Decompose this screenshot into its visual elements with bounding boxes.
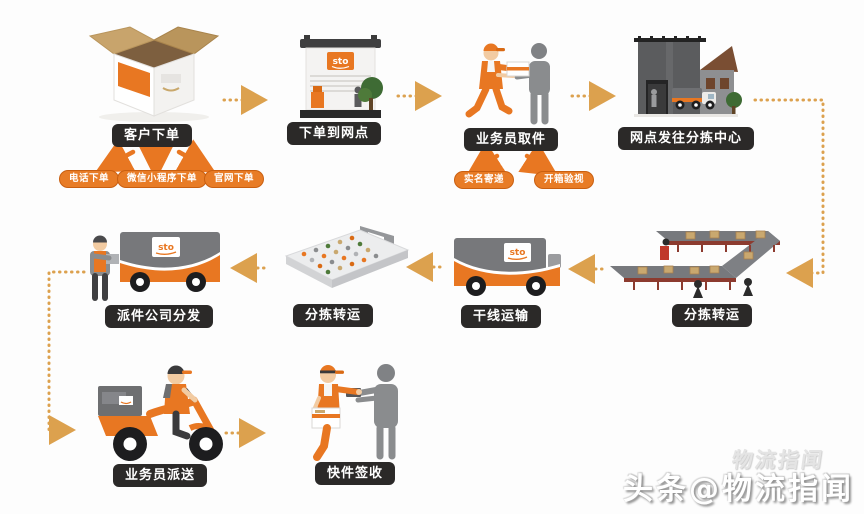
conveyor-belts-icon [610, 230, 780, 298]
sto-logo-text: sto [333, 57, 349, 67]
sign-receive-icon [311, 364, 398, 461]
label-courier-pickup: 业务员取件 [463, 128, 559, 151]
open-box-icon [88, 26, 220, 122]
arrow-dispatch-to-delivery [47, 270, 86, 445]
arrow-sub-realname [465, 141, 506, 177]
arrow-sub-web-order [175, 139, 216, 173]
pill-wechat-order: 微信小程序下单 [116, 170, 208, 188]
pill-website-order: 官网下单 [203, 170, 265, 188]
pickup-handover-icon [465, 43, 550, 125]
arrow-sortingcenter-to-conveyor [753, 98, 825, 288]
label-sorting-transfer-1: 分拣转运 [671, 304, 753, 327]
label-trunk-transport: 干线运输 [460, 305, 542, 328]
arrow-sub-inspection [518, 141, 559, 177]
pill-phone-order: 电话下单 [58, 170, 120, 188]
pill-open-box-inspection: 开箱验视 [533, 171, 595, 189]
pill-realname-shipping: 实名寄递 [453, 171, 515, 189]
watermark-toutiao: 头条@物流指闻 [623, 472, 854, 507]
sorting-platform-icon [284, 226, 410, 288]
truck-icon: sto [454, 238, 561, 296]
label-package-signed: 快件签收 [314, 462, 396, 485]
sto-logo-text: sto [510, 248, 526, 258]
arrow-sub-phone-order [95, 139, 136, 173]
sorting-center-building-icon [634, 36, 742, 117]
label-sorting-transfer-2: 分拣转运 [292, 304, 374, 327]
label-order-to-outlet: 下单到网点 [286, 122, 382, 145]
sto-logo-text: sto [158, 243, 174, 253]
delivery-motorbike-icon [98, 365, 223, 461]
truck-with-courier-icon: sto [90, 232, 220, 301]
label-outlet-to-sorting: 网点发往分拣中心 [617, 127, 755, 150]
storefront-icon: sto [300, 35, 383, 118]
label-dispatch-company: 派件公司分发 [104, 305, 214, 328]
label-courier-delivery: 业务员派送 [112, 464, 208, 487]
label-customer-order: 客户下单 [111, 124, 193, 147]
